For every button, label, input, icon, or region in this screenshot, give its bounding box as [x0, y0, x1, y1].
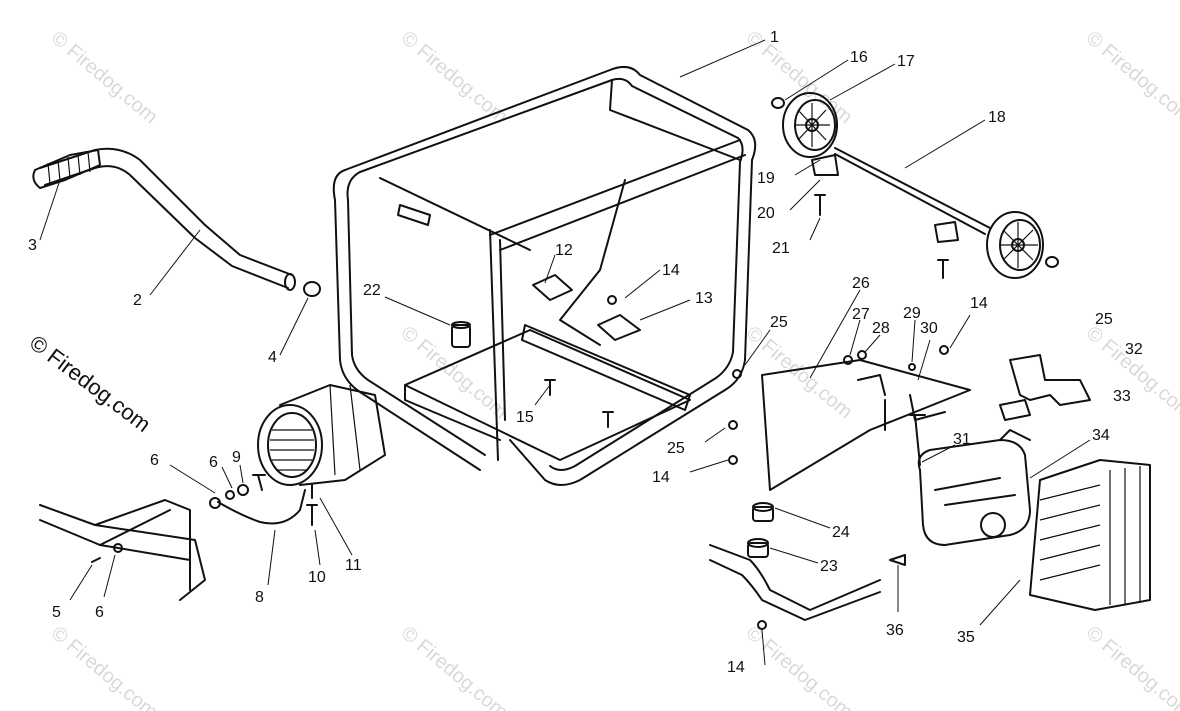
handle-drawing — [32, 147, 321, 297]
callout-14: 14 — [662, 262, 680, 279]
callout-23: 23 — [820, 558, 838, 575]
callout-1: 1 — [770, 29, 779, 46]
ground-wire-drawing — [209, 474, 318, 526]
callout-25: 25 — [770, 314, 788, 331]
callout-34: 34 — [1092, 427, 1110, 444]
watermark: © Firedog.com — [47, 622, 162, 711]
lower-left-frame-drawing — [39, 499, 206, 601]
callout-11: 11 — [345, 557, 362, 574]
alternator-drawing — [257, 384, 386, 486]
callout-6: 6 — [150, 452, 159, 469]
callout-31: 31 — [953, 431, 971, 448]
callout-20: 20 — [757, 205, 775, 222]
fasteners-drawing — [451, 274, 906, 630]
watermark: © Firedog.com — [397, 622, 512, 711]
watermark: © Firedog.com — [47, 27, 162, 128]
callout-29: 29 — [903, 305, 921, 322]
callout-3: 3 — [28, 237, 37, 254]
callout-21: 21 — [772, 240, 790, 257]
callout-27: 27 — [852, 306, 870, 323]
watermark: © Firedog.com — [1082, 27, 1180, 128]
callout-36: 36 — [886, 622, 904, 639]
lower-right-frame-drawing — [709, 502, 881, 621]
callout-32: 32 — [1125, 341, 1143, 358]
callout-26: 26 — [852, 275, 870, 292]
muffler-drawing — [909, 354, 1151, 611]
callout-17: 17 — [897, 53, 915, 70]
callout-33: 33 — [1113, 388, 1131, 405]
callout-9: 9 — [232, 449, 241, 466]
wheel-assembly-drawing — [771, 92, 1059, 279]
callout-12: 12 — [555, 242, 573, 259]
callout-25: 25 — [1095, 311, 1113, 328]
callout-14: 14 — [652, 469, 670, 486]
callout-6: 6 — [209, 454, 218, 471]
callout-15: 15 — [516, 409, 534, 426]
watermark: © Firedog.com — [742, 622, 857, 711]
watermark: © Firedog.com — [742, 322, 857, 423]
callout-30: 30 — [920, 320, 938, 337]
callout-22: 22 — [363, 282, 381, 299]
callout-24: 24 — [832, 524, 850, 541]
leader-lines — [39, 39, 1091, 666]
callout-25: 25 — [667, 440, 685, 457]
callout-19: 19 — [757, 170, 775, 187]
main-frame-drawing — [332, 65, 757, 486]
watermark: © Firedog.com — [1082, 322, 1180, 423]
callout-28: 28 — [872, 320, 890, 337]
callout-14: 14 — [970, 295, 988, 312]
callout-5: 5 — [52, 604, 61, 621]
callout-10: 10 — [308, 569, 326, 586]
callout-13: 13 — [695, 290, 713, 307]
watermark: © Firedog.com — [1082, 622, 1180, 711]
callout-14: 14 — [727, 659, 745, 676]
callout-8: 8 — [255, 589, 264, 606]
callout-2: 2 — [133, 292, 142, 309]
callout-18: 18 — [988, 109, 1006, 126]
watermark-layer: © Firedog.com © Firedog.com © Firedog.co… — [47, 27, 1180, 711]
callout-16: 16 — [850, 49, 868, 66]
callout-6: 6 — [95, 604, 104, 621]
callout-4: 4 — [268, 349, 277, 366]
callout-labels: 1 2 3 4 5 6 6 6 8 9 10 11 12 13 14 14 14… — [28, 29, 1143, 676]
callout-35: 35 — [957, 629, 975, 646]
